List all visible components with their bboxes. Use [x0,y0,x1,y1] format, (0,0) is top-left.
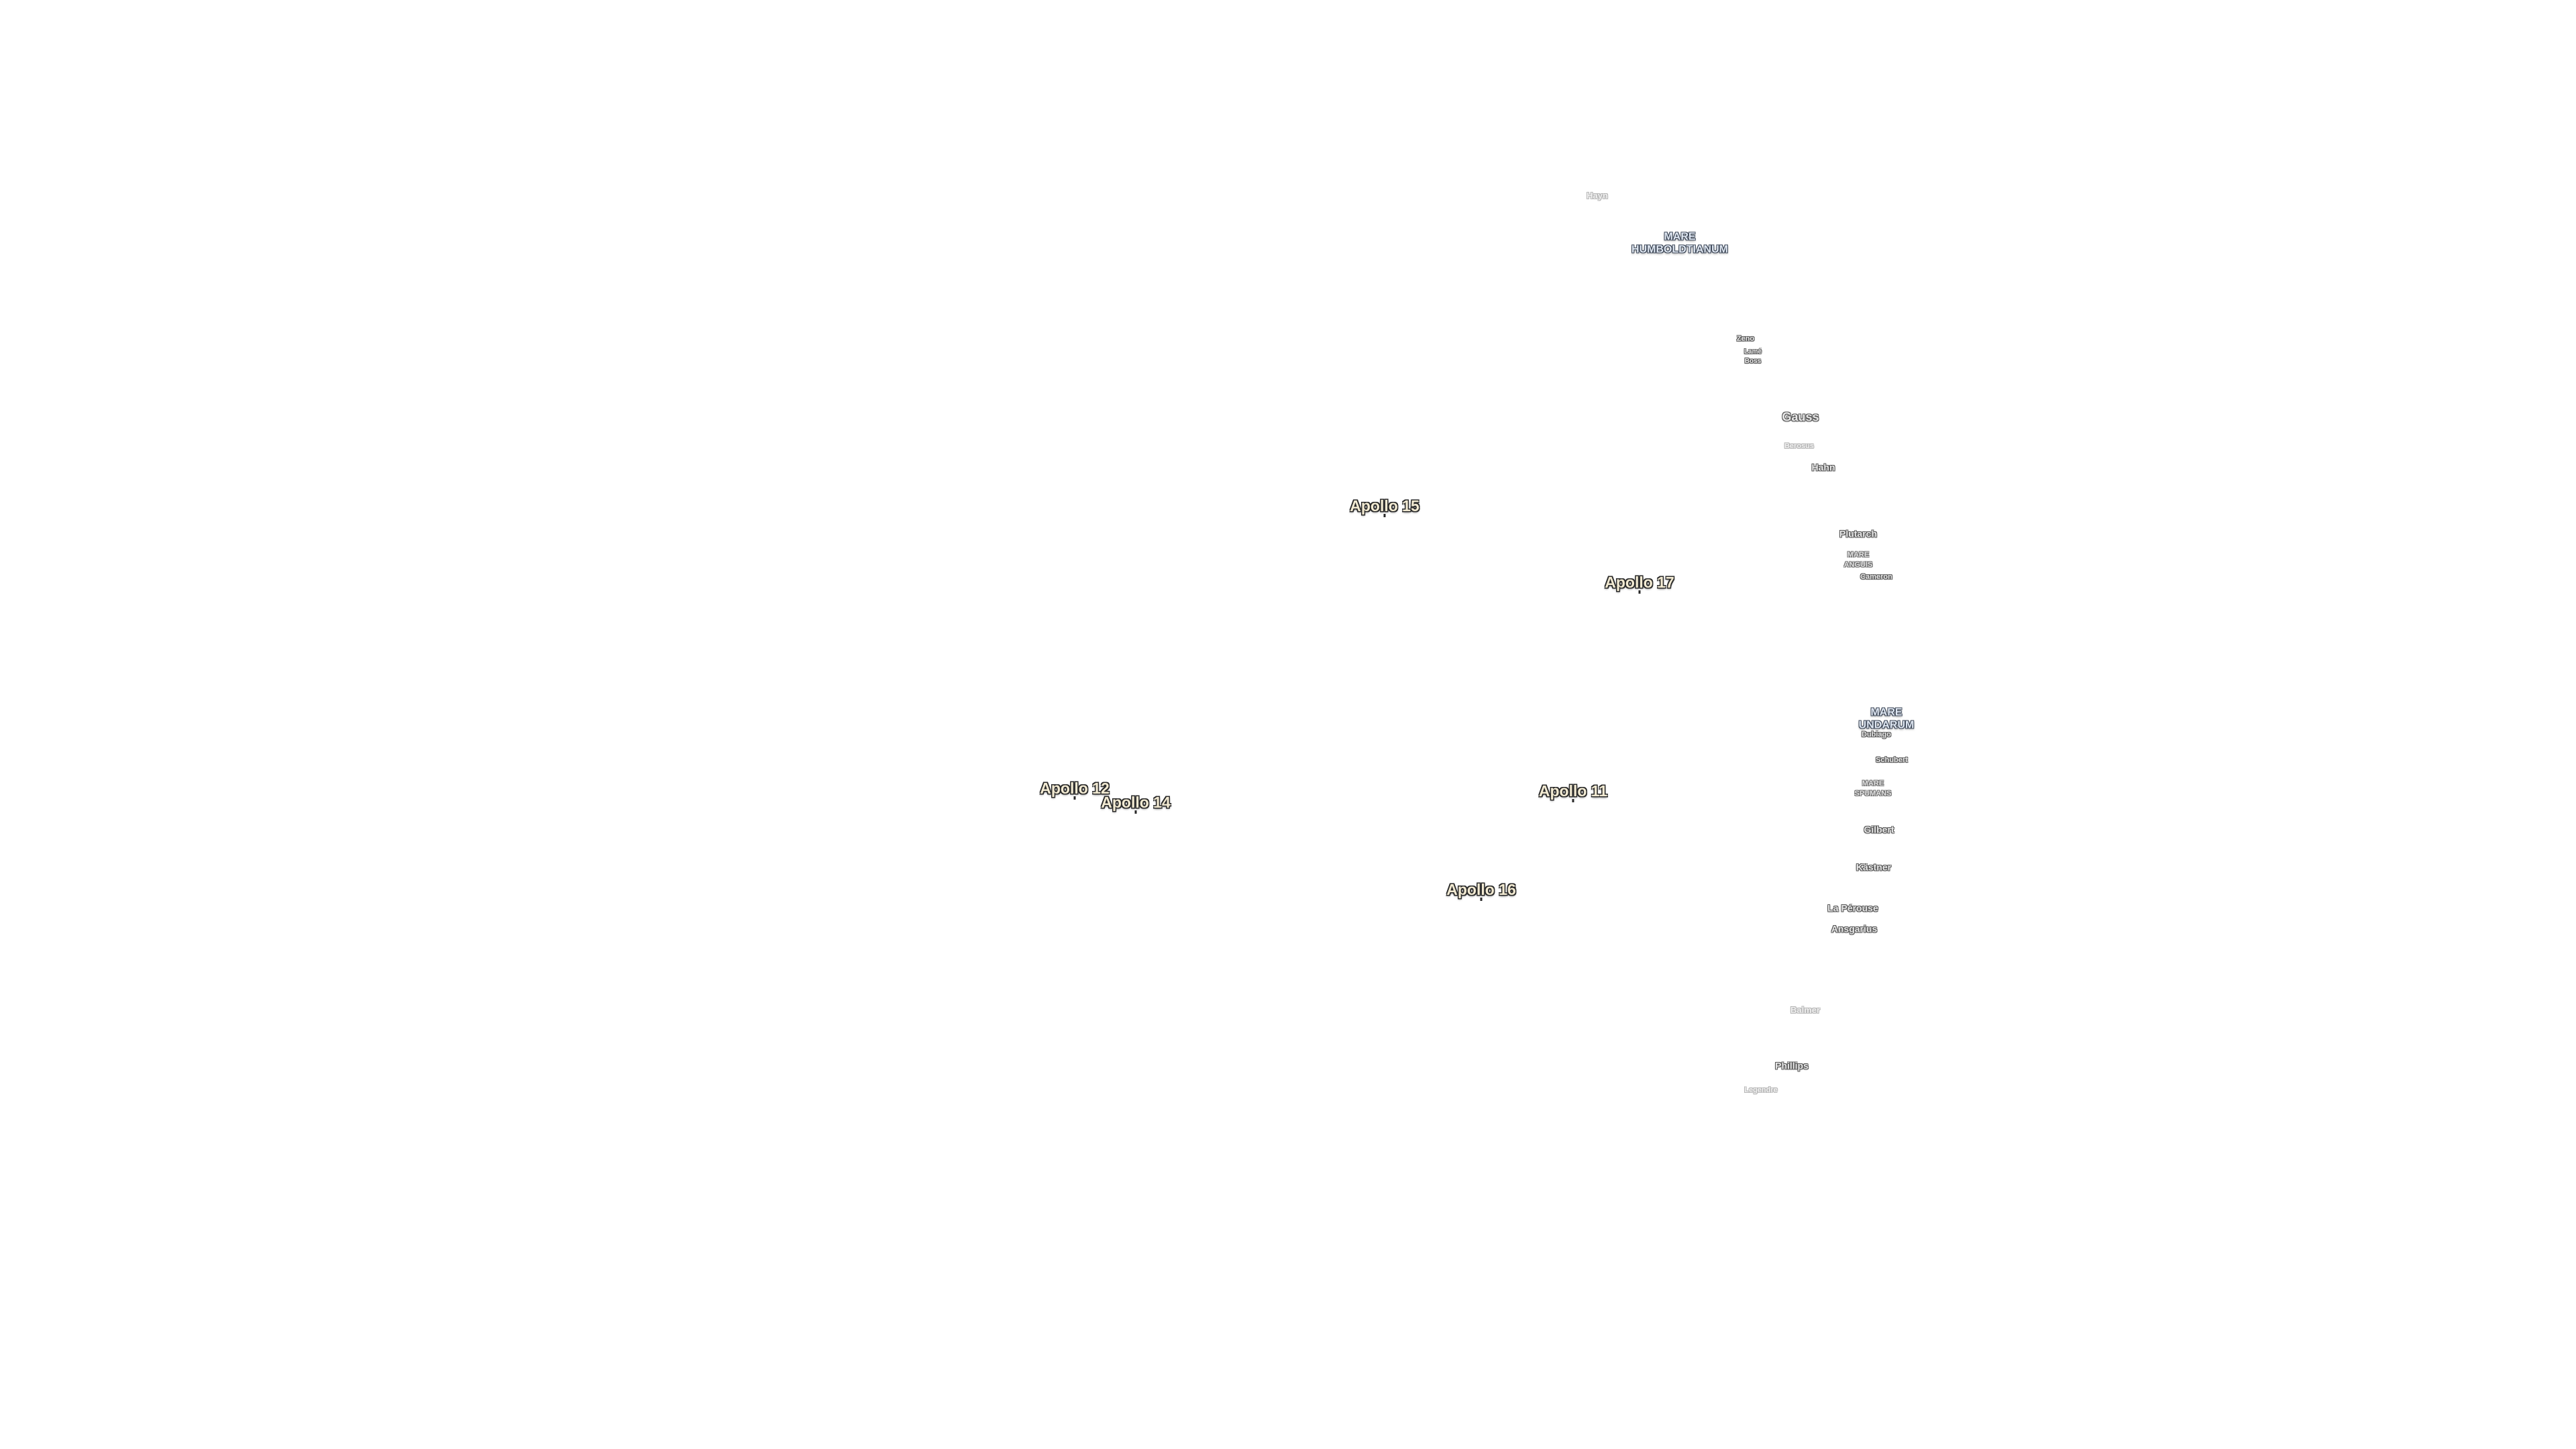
mare-anguis-label-line1: MARE [1847,551,1870,559]
apollo-11-label[interactable]: Apollo 11 [1538,782,1608,800]
crater-ansgarius-label: Ansgarius [1831,923,1878,934]
mare-spumans-label-line2: SPUMANS [1854,790,1892,798]
crater-zeno-label: Zeno [1736,335,1755,343]
mare-undarum-label-line1: MARE [1870,706,1902,718]
crater-lame-label: Lamé [1743,347,1762,356]
crater-legendre-label: Legendre [1744,1086,1778,1095]
crater-plutarch-label: Plutarch [1839,528,1878,539]
crater-kastner-label: Kästner [1856,861,1892,873]
crater-phillips-label: Phillips [1775,1060,1809,1071]
crater-hayn-label: Hayn [1587,191,1608,201]
crater-boss-label: Boss [1744,357,1762,365]
crater-cameron-label: Cameron [1860,573,1892,582]
apollo-12-marker[interactable] [1073,796,1076,800]
crater-hahn-label: Hahn [1811,462,1835,473]
mare-anguis-label-line2: ANGUIS [1843,561,1873,570]
apollo-17-label[interactable]: Apollo 17 [1605,573,1674,591]
apollo-16-marker[interactable] [1480,898,1483,901]
apollo-12-label[interactable]: Apollo 12 [1040,779,1110,797]
mare-undarum-label-line2: UNDARUM [1858,719,1915,731]
crater-gilbert-label: Gilbert [1864,824,1894,835]
apollo-15-label[interactable]: Apollo 15 [1350,496,1419,515]
crater-balmer-label: Balmer [1790,1005,1821,1016]
mare-spumans-label-line1: MARE [1862,780,1884,788]
crater-berosus-label: Berosus [1784,442,1815,451]
apollo-14-marker[interactable] [1134,810,1137,814]
crater-schubert-label: Schubert [1876,756,1908,765]
mare-humboldtianum-label-line2: HUMBOLDTIANUM [1631,244,1728,256]
crater-gauss-label: Gauss [1782,410,1819,424]
apollo-16-label[interactable]: Apollo 16 [1446,880,1516,898]
crater-la-perouse-label: La Pérouse [1827,902,1878,914]
mare-humboldtianum-label-line1: MARE [1664,231,1696,243]
apollo-11-marker[interactable] [1572,799,1574,802]
apollo-15-marker[interactable] [1383,514,1386,517]
apollo-17-marker[interactable] [1638,590,1641,594]
crater-dubiago-label: Dubiago [1862,731,1891,739]
apollo-14-label[interactable]: Apollo 14 [1101,793,1171,811]
